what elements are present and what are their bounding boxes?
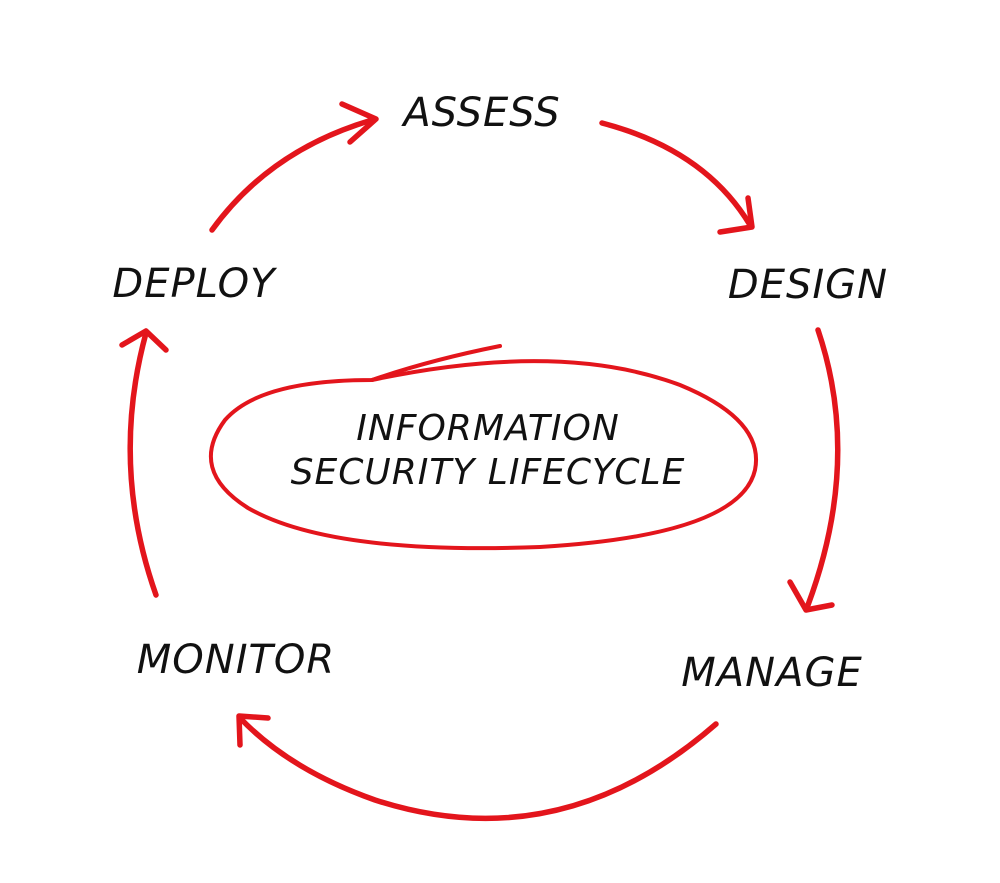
arrow-design-to-manage <box>787 327 841 613</box>
stage-deploy: DEPLOY <box>112 261 278 307</box>
arrow-manage-to-monitor <box>236 713 719 822</box>
center-title-line1: INFORMATION <box>356 408 620 449</box>
center-ellipse <box>208 344 759 551</box>
arrow-assess-to-design <box>599 120 755 235</box>
center-title-line2: SECURITY LIFECYCLE <box>291 452 686 493</box>
stage-assess: ASSESS <box>400 90 560 136</box>
arrow-monitor-to-deploy <box>119 328 169 598</box>
arrow-deploy-to-assess <box>209 101 379 233</box>
stage-manage: MANAGE <box>681 650 862 696</box>
stage-design: DESIGN <box>728 262 888 308</box>
stage-monitor: MONITOR <box>137 637 335 683</box>
